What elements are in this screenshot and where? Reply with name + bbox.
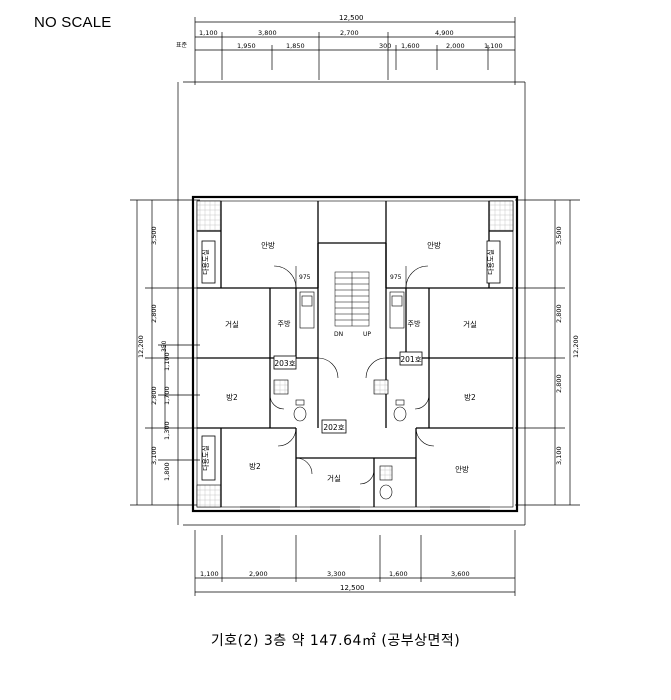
room-living-left: 거실 — [225, 319, 239, 329]
room-living-bottom: 거실 — [327, 473, 341, 483]
dim-top-sub-4: 1,600 — [401, 42, 420, 50]
left-dimensions — [130, 199, 200, 506]
dim-right-4: 3,100 — [555, 446, 563, 465]
corner-tile-top-right — [488, 200, 514, 232]
dim-bottom-3: 3,300 — [327, 570, 346, 578]
dim-left-total: 12,200 — [137, 335, 145, 358]
dim-right-total: 12,200 — [572, 335, 580, 358]
floor-caption: 기호(2) 3층 약 147.64㎡ (공부상면적) — [210, 633, 461, 649]
dim-top-2: 3,800 — [258, 29, 277, 37]
stair-up-label: UP — [363, 331, 371, 338]
dim-left-7: 1,300 — [163, 421, 171, 440]
dim-bottom-5: 3,600 — [451, 570, 470, 578]
corner-tile-top-left — [196, 200, 222, 232]
dim-bottom-4: 1,600 — [389, 570, 408, 578]
dim-top-sub-3: 300 — [379, 42, 391, 50]
door-swings — [269, 265, 435, 485]
no-scale-label: NO SCALE — [34, 14, 112, 31]
stair-width-left: 975 — [299, 274, 311, 281]
dim-bottom-2: 2,900 — [249, 570, 268, 578]
dim-left-4: 350 — [161, 340, 168, 352]
dim-left-2: 2,800 — [150, 304, 158, 323]
dim-top-1: 1,100 — [199, 29, 218, 37]
room-bed2-left: 방2 — [226, 392, 238, 402]
dim-left-6: 1,700 — [163, 386, 171, 405]
dim-left-8: 3,100 — [150, 446, 158, 465]
room-dress-right: 다용도실 — [486, 249, 495, 275]
room-master-left: 안방 — [261, 240, 275, 250]
corner-tile-bottom-left — [196, 484, 222, 508]
dim-right-2: 2,800 — [555, 304, 563, 323]
dim-top-4: 4,900 — [435, 29, 454, 37]
dim-bottom-total: 12,500 — [340, 584, 365, 592]
room-kitchen-left: 주방 — [278, 319, 291, 328]
dim-top-sub-1: 1,950 — [237, 42, 256, 50]
unit-202-label: 202호 — [323, 423, 344, 432]
bottom-dimensions — [183, 524, 525, 596]
room-bed2-right: 방2 — [464, 392, 476, 402]
dim-left-3: 1,100 — [163, 352, 171, 371]
right-dimensions — [515, 82, 580, 525]
building-walls — [191, 195, 519, 513]
dim-left-5: 2,800 — [150, 386, 158, 405]
room-living-right: 거실 — [463, 319, 477, 329]
unit-203-label: 203호 — [274, 359, 295, 368]
room-dress-bottom: 다용도실 — [201, 445, 210, 471]
dim-top-sub-6: 1,100 — [484, 42, 503, 50]
room-bed2-bottom: 방2 — [249, 461, 261, 471]
unit-boxes — [273, 351, 423, 434]
bath-fixtures — [273, 379, 407, 500]
dim-top-sub-5: 2,000 — [446, 42, 465, 50]
dim-right-3: 2,800 — [555, 374, 563, 393]
dim-right-1: 3,500 — [555, 226, 563, 245]
dim-top-3: 2,700 — [340, 29, 359, 37]
kitchen-counters — [299, 291, 405, 329]
room-dress-left: 다용도실 — [201, 249, 210, 275]
dim-top-total: 12,500 — [339, 14, 364, 22]
unit-201-label: 201호 — [400, 355, 421, 364]
stair-width-right: 975 — [390, 274, 402, 281]
top-dimensions — [177, 17, 525, 525]
stair-treads — [334, 271, 370, 327]
window-marks — [240, 506, 490, 511]
utility-closets — [201, 240, 501, 481]
dim-left-1: 3,500 — [150, 226, 158, 245]
room-master-bottom: 안방 — [455, 464, 469, 474]
drawing-mark: 표준 — [176, 42, 188, 49]
room-master-right: 안방 — [427, 240, 441, 250]
dim-bottom-1: 1,100 — [200, 570, 219, 578]
stair-down-label: DN — [334, 331, 343, 338]
interior-walls — [197, 201, 513, 507]
dim-left-9: 1,800 — [163, 462, 171, 481]
room-kitchen-right: 주방 — [408, 319, 421, 328]
dim-top-sub-2: 1,850 — [286, 42, 305, 50]
